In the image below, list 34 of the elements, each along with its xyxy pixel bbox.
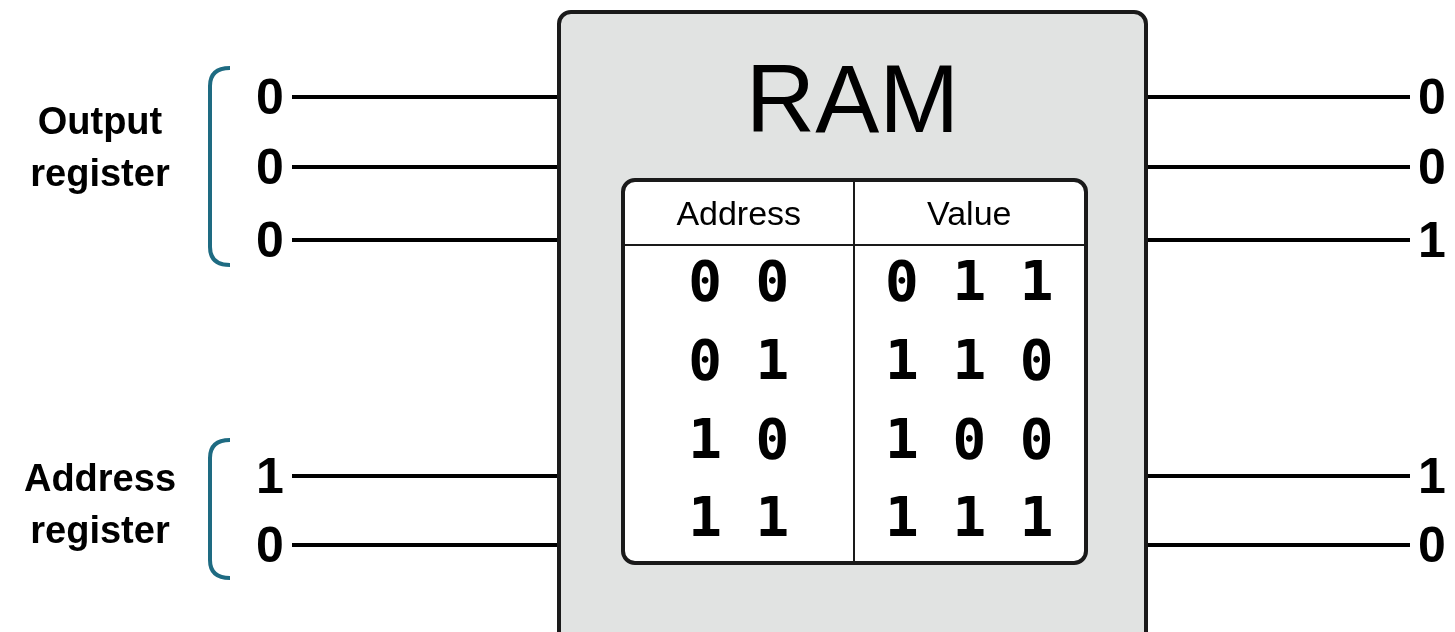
signal-line (1148, 165, 1410, 169)
bit-value: 1 (1410, 448, 1454, 504)
table-header-cell: Address (625, 182, 855, 246)
bit-value: 0 (248, 517, 292, 573)
signal-line (292, 238, 557, 242)
bit-value: 0 (1410, 139, 1454, 195)
bit-value: 0 (248, 69, 292, 125)
bit-value: 1 (1410, 212, 1454, 268)
signal-line (292, 474, 557, 478)
ram-title: RAM (744, 44, 961, 154)
bit-value: 0 (248, 139, 292, 195)
bit-value: 1 (248, 448, 292, 504)
signal-line (1148, 474, 1410, 478)
signal-line (1148, 543, 1410, 547)
bit-value: 0 (248, 212, 292, 268)
signal-line (292, 543, 557, 547)
bit-value: 0 (1410, 517, 1454, 573)
table-cell-text: 1 1 0 (883, 325, 1055, 394)
ram-box (557, 10, 1148, 632)
register-label: Output register (29, 99, 171, 196)
signal-line (1148, 238, 1410, 242)
bit-value: 0 (1410, 69, 1454, 125)
table-cell-text: 1 1 1 (883, 483, 1055, 552)
signal-line (292, 95, 557, 99)
table-cell: 0 1 (625, 324, 855, 404)
table-cell-text: 0 1 1 (883, 247, 1055, 315)
table-cell: 1 0 (625, 403, 855, 483)
register-label: Address register (22, 456, 178, 553)
table-cell-text: 1 0 0 (883, 404, 1055, 473)
signal-line (292, 165, 557, 169)
table-cell: 0 0 (625, 246, 855, 325)
table-header-cell: Value (854, 182, 1084, 246)
table-cell: 1 1 (625, 482, 855, 561)
signal-line (1148, 95, 1410, 99)
